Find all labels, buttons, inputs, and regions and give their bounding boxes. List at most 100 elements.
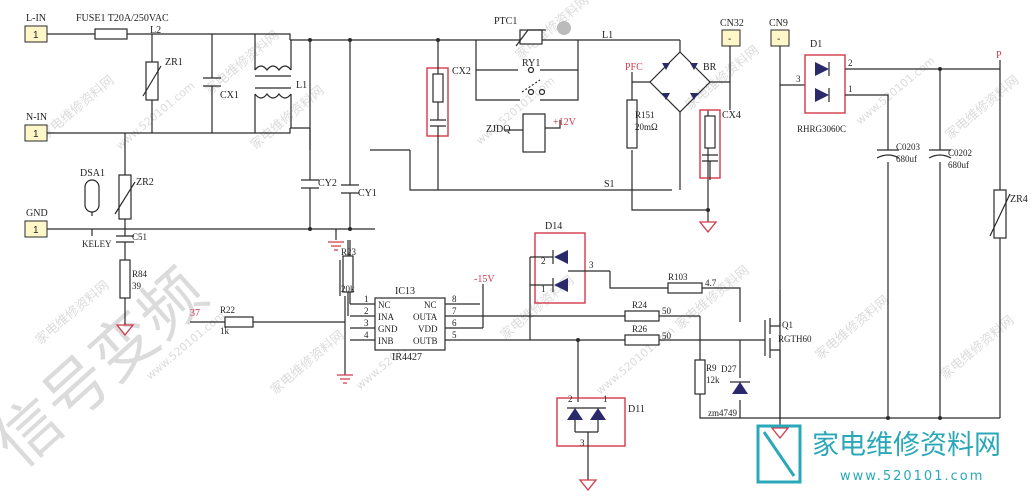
- label-d1-pin2: 2: [848, 58, 853, 68]
- label-d1: D1: [810, 39, 822, 50]
- bridge-rectifier: [600, 39, 731, 234]
- label-fuse: FUSE1 T20A/250VAC: [76, 13, 169, 24]
- label-d14-pin3: 3: [589, 260, 594, 270]
- label-ic13: IC13: [395, 286, 415, 297]
- label-r103-value: 4.7: [705, 278, 717, 288]
- ic-pin-number: 3: [364, 318, 369, 328]
- label-d1-part: RHRG3060C: [797, 124, 846, 134]
- watermark-url: www.520101.com: [854, 54, 938, 127]
- label-ic13-part: IR4427: [392, 352, 422, 363]
- label-d14: D14: [545, 221, 562, 232]
- label-cx4: CX4: [722, 110, 741, 121]
- label-l1-coil: L1: [296, 80, 307, 91]
- label-r9-value: 12k: [706, 375, 720, 385]
- label-q1: Q1: [782, 320, 793, 330]
- label-r26-value: 50: [662, 331, 672, 341]
- highlight-d14: [534, 232, 586, 304]
- connector-pin-number: 1: [33, 30, 39, 41]
- label-c0203: C0203: [896, 142, 921, 152]
- ic13-body: [374, 297, 446, 351]
- ic-pin-name: VDD: [418, 324, 438, 334]
- ground-symbol: [578, 479, 598, 492]
- relay-coil: [522, 113, 546, 153]
- gnd-branch: [84, 133, 344, 337]
- highlight-d11: [556, 397, 626, 447]
- watermark-text: 家电维修资料网: [247, 82, 327, 153]
- connector-gnd: GND 1: [24, 208, 48, 238]
- label-d1-pin3: 3: [796, 74, 801, 84]
- label-zr4: ZR4: [1010, 194, 1028, 205]
- label-cx2: CX2: [452, 66, 471, 77]
- label-r84: R84: [132, 269, 148, 279]
- label-s1: S1: [604, 179, 615, 190]
- clamp-d11: [556, 397, 626, 492]
- ic-pin-number: 8: [452, 294, 457, 304]
- label-d27-part: zm4749: [708, 408, 737, 418]
- label-cx1: CX1: [220, 90, 239, 101]
- connector-cn9: CN9 -: [769, 18, 790, 47]
- watermark-text: 家电维修资料网: [682, 42, 762, 113]
- label-r22-value: 1k: [220, 326, 230, 336]
- ic-pin-name: OUTA: [413, 312, 438, 322]
- label-r23: R23: [341, 247, 357, 257]
- mark-dot: [557, 21, 571, 35]
- ic-pin-name: NC: [378, 300, 391, 310]
- ic-pin-number: 4: [364, 330, 369, 340]
- label-plus12v: +12V: [553, 117, 577, 128]
- label-c0202-value: 680uf: [948, 160, 969, 170]
- label-r23-value: 20k: [341, 284, 355, 294]
- label-p-net: P: [996, 50, 1002, 61]
- ic-pin-number: 2: [364, 306, 369, 316]
- label-zjdq: ZJDQ: [486, 124, 511, 135]
- ic-pin-name: INB: [378, 336, 394, 346]
- label-d11-pin1: 1: [603, 394, 608, 404]
- connector-l-in: L-IN 1: [24, 13, 48, 43]
- label-br: BR: [703, 62, 717, 73]
- label-cy1: CY1: [358, 188, 377, 199]
- resistor-cx2: [432, 73, 444, 103]
- label-d11: D11: [628, 404, 645, 415]
- label-net37: 37: [190, 308, 200, 319]
- label-c0202: C0202: [948, 148, 972, 158]
- label-d27: D27: [721, 364, 737, 374]
- label-d1-pin1: 1: [848, 84, 853, 94]
- ground-symbol: [770, 427, 790, 440]
- connector-label: L-IN: [26, 13, 46, 24]
- wiring-top: [47, 28, 672, 231]
- resistor-r26: [624, 334, 660, 346]
- label-r151: R151: [635, 110, 655, 120]
- label-ry1: RY1: [522, 58, 540, 69]
- gate-network: [529, 232, 781, 419]
- resistor-r24: [624, 310, 660, 322]
- ic-pin-number: 7: [452, 306, 457, 316]
- ic-pin-name: INA: [378, 312, 394, 322]
- connector-pin-number: 1: [33, 225, 39, 236]
- connector-pin-number: -: [777, 34, 780, 45]
- resistor-r151: [626, 99, 638, 149]
- label-c51: C51: [132, 232, 147, 242]
- label-l2: L2: [150, 25, 161, 36]
- resistor-r103: [667, 282, 703, 294]
- label-pfc: PFC: [625, 62, 643, 73]
- ic-pin-number: 1: [364, 294, 369, 304]
- watermark-text: 家电维修资料网: [937, 312, 1017, 383]
- highlight-d1: [804, 54, 846, 114]
- ic-pin-name: OUTB: [413, 336, 438, 346]
- label-d14-pin1: 1: [541, 284, 546, 294]
- component-labels: FUSE1 T20A/250VAC L2 ZR1 CX1 L1 PTC1 L1 …: [76, 13, 1028, 448]
- label-r151-value: 20mΩ: [635, 122, 658, 132]
- watermark-text: 家电维修资料网: [812, 292, 892, 363]
- label-r24-value: 50: [662, 306, 672, 316]
- ptc-relay-block: [475, 21, 579, 153]
- resistor-r9: [694, 359, 706, 395]
- connector-pin-number: -: [728, 34, 731, 45]
- gate-driver: [190, 240, 530, 384]
- ground-symbol: [115, 324, 135, 337]
- brand-logo: 家电维修资料网 www.520101.com: [756, 424, 1001, 484]
- label-keley: KELEY: [82, 239, 112, 249]
- label-r26: R26: [632, 324, 648, 334]
- brand-url: www.520101.com: [840, 469, 984, 484]
- connector-label: CN9: [769, 18, 788, 29]
- connector-label: GND: [26, 208, 48, 219]
